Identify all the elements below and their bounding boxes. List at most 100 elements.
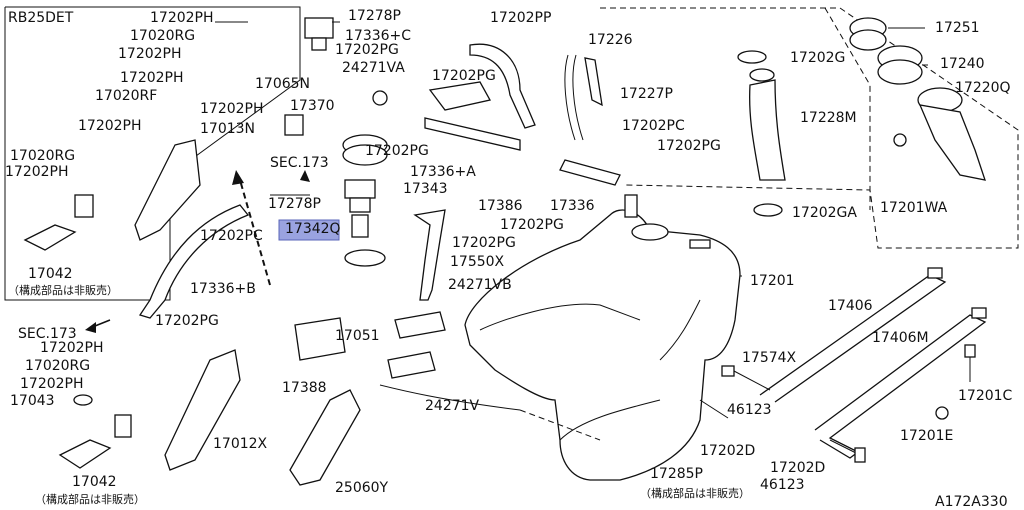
label-17012x[interactable]: 17012X [213,436,268,452]
label-17202ph[interactable]: 17202PH [78,118,142,134]
label-24271va[interactable]: 24271VA [342,60,405,76]
label-17228m[interactable]: 17228M [800,110,857,126]
clamp-17202ga [753,203,783,217]
tube-17012x [164,349,241,471]
label-17202d[interactable]: 17202D [770,460,825,476]
label-17202pc[interactable]: 17202PC [200,228,263,244]
label-17370[interactable]: 17370 [290,98,335,114]
leader-lines [215,21,928,441]
hose-17336b [138,204,250,319]
label-46123[interactable]: 46123 [727,402,772,418]
label-17201e[interactable]: 17201E [900,428,953,444]
label-sec173[interactable]: SEC.173 [18,326,77,342]
label-17202ph[interactable]: 17202PH [20,376,84,392]
clamp-17202g [737,50,767,64]
label-17202pg[interactable]: 17202PG [155,313,219,329]
label-17202pg[interactable]: 17202PG [500,217,564,233]
label-17251[interactable]: 17251 [935,20,980,36]
shield-24271va [428,81,491,111]
hose-17227p [584,57,603,107]
label-17020rf[interactable]: 17020RF [95,88,157,104]
label-17388[interactable]: 17388 [282,380,327,396]
pump-unit-17342q [351,214,369,238]
label-17202ph[interactable]: 17202PH [118,46,182,62]
label-17278p[interactable]: 17278P [268,196,321,212]
hose-17226 [564,54,584,141]
hose-17240 [877,45,923,85]
label-17013n[interactable]: 17013N [200,121,255,137]
note-not-sold-separately: （構成部品は非販売） [35,492,145,506]
note-not-sold-separately: （構成部品は非販売） [8,283,118,297]
label-17042[interactable]: 17042 [28,266,73,282]
label-17202pg[interactable]: 17202PG [657,138,721,154]
label-17043[interactable]: 17043 [10,393,55,409]
label-17202pg[interactable]: 17202PG [432,68,496,84]
pump-17042-a [23,194,94,251]
label-17202ph[interactable]: 17202PH [5,164,69,180]
label-17574x[interactable]: 17574X [742,350,797,366]
label-17406m[interactable]: 17406M [872,330,929,346]
label-46123[interactable]: 46123 [760,477,805,493]
label-sec173[interactable]: SEC.173 [270,155,329,171]
label-17202pc[interactable]: 17202PC [622,118,685,134]
hose-17336c [469,43,536,129]
label-17202ga[interactable]: 17202GA [792,205,857,221]
filler-neck-17220q [917,87,986,181]
label-17278p[interactable]: 17278P [348,8,401,24]
pump-17042-b [58,414,132,469]
label-17065n[interactable]: 17065N [255,76,310,92]
label-17042[interactable]: 17042 [72,474,117,490]
label-17226[interactable]: 17226 [588,32,633,48]
label-17202pg[interactable]: 17202PG [452,235,516,251]
label-17201[interactable]: 17201 [750,273,795,289]
label-25060y[interactable]: 25060Y [335,480,389,496]
label-17020rg[interactable]: 17020RG [10,148,75,164]
direction-arrows [85,170,310,333]
label-17202pg[interactable]: 17202PG [335,42,399,58]
bolt-17201c [964,344,976,382]
filler-hose-17228m [749,68,786,181]
note-not-sold-separately: （構成部品は非販売） [640,486,750,500]
label-17202pg[interactable]: 17202PG [365,143,429,159]
hose-17251 [849,17,887,51]
label-17336[interactable]: 17336 [550,198,595,214]
label-17202ph[interactable]: 17202PH [150,10,214,26]
label-17020rg[interactable]: 17020RG [130,28,195,44]
label-17336b[interactable]: 17336+B [190,281,256,297]
label-17201wa[interactable]: 17201WA [880,200,948,216]
label-17227p[interactable]: 17227P [620,86,673,102]
label-24271v[interactable]: 24271V [425,398,480,414]
label-24271vb[interactable]: 24271VB [448,277,512,293]
label-17406[interactable]: 17406 [828,298,873,314]
tank-strap-17406m [814,307,987,459]
label-17336c[interactable]: 17336+C [345,28,411,44]
sub-tank-upper [134,139,201,241]
hose-17336 [559,159,621,186]
label-17202pp[interactable]: 17202PP [490,10,551,26]
hose-17336a [424,117,521,151]
clip-17201e [935,406,949,420]
label-17051[interactable]: 17051 [335,328,380,344]
label-17202ph[interactable]: 17202PH [200,101,264,117]
label-17240[interactable]: 17240 [940,56,985,72]
label-17550x[interactable]: 17550X [450,254,505,270]
label-17202g[interactable]: 17202G [790,50,845,66]
label-17220q[interactable]: 17220Q [955,80,1011,96]
label-17285p[interactable]: 17285P [650,466,703,482]
label-17202ph[interactable]: 17202PH [120,70,184,86]
bolt-46123-a [721,365,771,391]
label-17201c[interactable]: 17201C [958,388,1013,404]
intake-dashed-box [600,7,1019,249]
label-17343[interactable]: 17343 [403,181,448,197]
protector-25060y [289,389,361,486]
label-17020rg[interactable]: 17020RG [25,358,90,374]
label-17202d[interactable]: 17202D [700,443,755,459]
label-17202ph[interactable]: 17202PH [40,340,104,356]
label-17336a[interactable]: 17336+A [410,164,476,180]
ring-17043 [73,394,93,406]
label-17342q[interactable]: 17342Q [285,221,341,237]
fuel-tank-17201 [464,194,741,481]
label-17386[interactable]: 17386 [478,198,523,214]
highlight-17342q [278,219,340,241]
